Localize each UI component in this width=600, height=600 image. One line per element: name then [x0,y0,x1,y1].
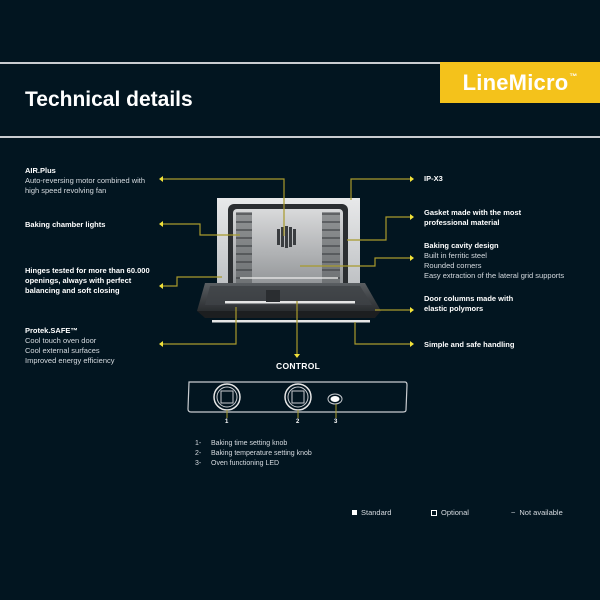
callout-air-plus: AIR.Plus Auto-reversing motor combined w… [25,166,145,196]
callout-text: Cool external surfaces [25,346,100,355]
callout-heading: Simple and safe handling [424,340,515,349]
callout-text: Easy extraction of the lateral grid supp… [424,271,565,280]
control-item: 3- Oven functioning LED [195,459,312,469]
key-standard: Standard [352,508,391,517]
control-title: CONTROL [276,361,321,371]
callout-text: openings, always with perfect [25,276,132,285]
control-item: 2- Baking temperature setting knob [195,449,312,459]
callout-heading: Gasket made with the most [424,208,522,217]
callout-baking-cavity: Baking cavity design Built in ferritic s… [424,241,564,281]
callout-lines [163,178,410,354]
key-not-available: ~ Not available [511,508,563,517]
callout-protek-safe: Protek.SAFE™ Cool touch oven door Cool e… [25,326,115,366]
callout-heading: Protek.SAFE™ [25,326,78,335]
callout-safe-handling: Simple and safe handling [424,340,514,350]
oven-body [217,198,360,296]
knob-number-1: 1 [225,419,229,425]
tilde-icon: ~ [511,508,516,517]
callout-heading: Baking cavity design [424,241,499,250]
callout-heading: Baking chamber lights [25,220,106,229]
callout-gasket: Gasket made with the most professional m… [424,208,521,228]
key-optional: Optional [431,508,469,517]
trademark-mark: ™ [569,72,578,81]
arrow-tips [159,176,414,358]
callout-text: professional material [424,218,500,227]
callout-hinges: Hinges tested for more than 60.000 openi… [25,266,150,296]
callout-text: Built in ferritic steel [424,251,487,260]
callout-ip-x3: IP-X3 [424,174,443,184]
knob-number-3: 3 [334,419,338,425]
callout-baking-chamber-lights: Baking chamber lights [25,220,105,230]
callout-heading: Door columns made with [424,294,514,303]
brand-name: LineMicro [462,69,569,95]
item-number: 3- [195,460,202,467]
bottom-rule [0,136,600,138]
callout-text: high speed revolving fan [25,186,107,195]
control-item: 1- Baking time setting knob [195,439,312,449]
item-number: 2- [195,450,202,457]
key-label: Not available [519,508,563,517]
key-label: Optional [441,508,469,517]
callout-heading: AIR.Plus [25,166,56,175]
callout-door-columns: Door columns made with elastic polymors [424,294,513,314]
item-label: Baking time setting knob [211,440,288,447]
item-label: Oven functioning LED [211,460,280,467]
oven-door [197,283,381,323]
key-label: Standard [361,508,392,517]
callout-text: balancing and soft closing [25,286,120,295]
knob-number-2: 2 [296,419,300,425]
callout-text: elastic polymors [424,304,484,313]
callout-heading: IP-X3 [424,174,443,183]
filled-square-icon [352,510,357,515]
callout-heading: Hinges tested for more than 60.000 [25,266,150,275]
callout-text: Auto-reversing motor combined with [25,176,146,185]
item-label: Baking temperature setting knob [211,450,312,457]
callout-text: Cool touch oven door [25,336,97,345]
callout-text: Rounded corners [424,261,482,270]
empty-square-icon [431,509,437,516]
top-rule [0,62,440,64]
item-number: 1- [195,440,202,447]
page-title: Technical details [25,88,193,111]
control-legend: 1- Baking time setting knob 2- Baking te… [195,439,312,469]
callout-text: Improved energy efficiency [25,356,115,365]
control-panel [187,381,408,418]
